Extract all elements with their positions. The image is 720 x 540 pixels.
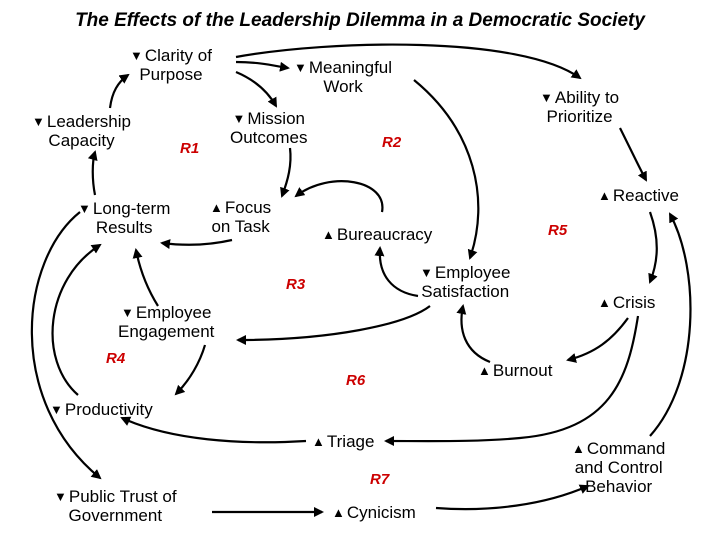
loop-label-r4: R4 <box>106 350 126 367</box>
link-bureaucracy-focus <box>294 180 384 213</box>
link-productivity-longterm <box>51 243 102 396</box>
link-leadership-clarity <box>108 73 130 109</box>
node-bureaucracy: ▲Bureaucracy <box>322 225 433 244</box>
decrease-arrow-icon: ▼ <box>130 48 143 63</box>
decrease-arrow-icon: ▼ <box>232 111 246 126</box>
link-crisis-burnout <box>566 317 629 363</box>
increase-arrow-icon: ▲ <box>598 295 611 310</box>
node-mission-outcomes: ▼Mission Outcomes <box>230 109 308 147</box>
node-leadership-capacity: ▼Leadership Capacity <box>32 112 131 150</box>
link-reactive-crisis <box>648 211 658 284</box>
decrease-arrow-icon: ▼ <box>54 489 67 504</box>
link-longterm-trust <box>30 211 102 480</box>
node-employee-engagement: ▼Employee Engagement <box>118 303 215 341</box>
decrease-arrow-icon: ▼ <box>294 60 307 75</box>
link-mission-focus <box>280 147 292 198</box>
increase-arrow-icon: ▲ <box>322 227 335 242</box>
link-satisfaction-bureaucracy <box>374 246 419 298</box>
link-cynicism-command <box>435 484 590 511</box>
node-reactive: ▲Reactive <box>598 186 680 205</box>
link-triage-productivity <box>120 416 307 444</box>
increase-arrow-icon: ▲ <box>572 441 585 456</box>
link-crisis-triage <box>384 315 640 447</box>
link-command-reactive <box>649 212 692 437</box>
increase-arrow-icon: ▲ <box>332 505 345 520</box>
node-clarity-of-purpose: ▼Clarity of Purpose <box>130 46 212 84</box>
decrease-arrow-icon: ▼ <box>50 402 63 417</box>
link-longterm-leadership <box>87 150 98 196</box>
link-meaningful-satisfaction <box>413 79 480 260</box>
loop-label-r3: R3 <box>286 276 306 293</box>
loop-label-r6: R6 <box>346 372 366 389</box>
link-focus-longterm <box>160 238 233 249</box>
increase-arrow-icon: ▲ <box>478 363 491 378</box>
node-command-and-control-behavior: ▲Command and Control Behavior <box>572 439 666 496</box>
decrease-arrow-icon: ▼ <box>120 305 134 320</box>
node-meaningful-work: ▼Meaningful Work <box>294 58 393 96</box>
increase-arrow-icon: ▲ <box>598 188 611 203</box>
diagram-title: The Effects of the Leadership Dilemma in… <box>75 10 645 31</box>
node-triage: ▲Triage <box>312 432 375 451</box>
loop-label-r2: R2 <box>382 134 402 151</box>
node-employee-satisfaction: ▼Employee Satisfaction <box>420 263 511 301</box>
link-clarity-ability <box>235 43 582 80</box>
node-burnout: ▲Burnout <box>478 361 553 380</box>
node-long-term-results: ▼Long-term Results <box>78 199 171 237</box>
link-ability-reactive <box>619 127 647 182</box>
link-burnout-satisfaction <box>456 304 491 364</box>
decrease-arrow-icon: ▼ <box>540 90 553 105</box>
increase-arrow-icon: ▲ <box>312 434 325 449</box>
node-cynicism: ▲Cynicism <box>332 503 416 522</box>
link-engagement-longterm <box>132 248 159 307</box>
link-clarity-meaningful <box>235 60 290 72</box>
loop-label-r7: R7 <box>370 471 390 488</box>
node-ability-to-prioritize: ▼Ability to Prioritize <box>540 88 620 126</box>
decrease-arrow-icon: ▼ <box>78 201 91 216</box>
loop-label-r5: R5 <box>548 222 568 239</box>
decrease-arrow-icon: ▼ <box>420 265 433 280</box>
node-crisis: ▲Crisis <box>598 293 656 312</box>
link-satisfaction-engagement <box>236 305 431 345</box>
node-public-trust-of-government: ▼Public Trust of Government <box>54 487 177 525</box>
decrease-arrow-icon: ▼ <box>32 114 45 129</box>
loop-label-r1: R1 <box>180 140 200 157</box>
node-focus-on-task: ▲Focus on Task <box>210 198 272 236</box>
link-clarity-mission <box>235 70 277 108</box>
node-productivity: ▼Productivity <box>50 400 153 419</box>
link-engagement-productivity <box>174 344 207 396</box>
increase-arrow-icon: ▲ <box>210 200 223 215</box>
